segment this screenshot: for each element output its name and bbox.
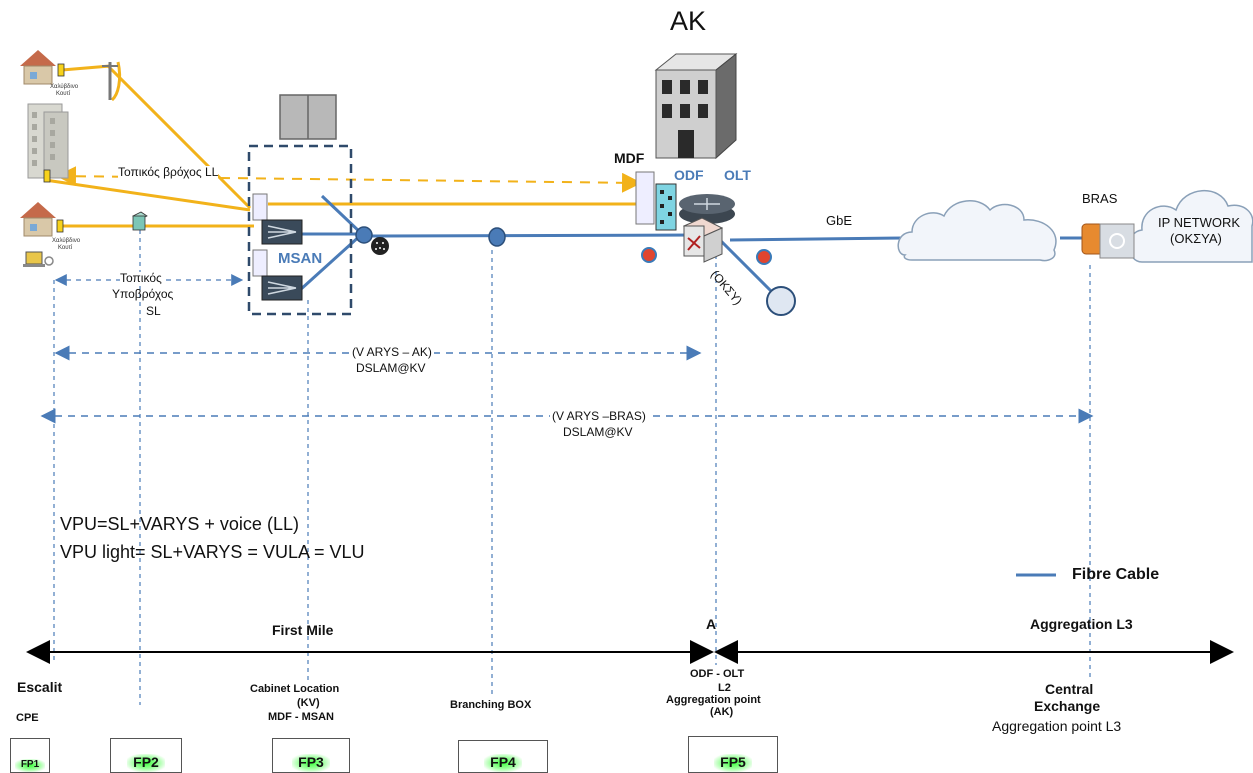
vary-bras-label-1: (V ARYS –BRAS) — [550, 409, 648, 424]
point-cabinet-3: MDF - MSAN — [268, 711, 334, 723]
steel-box-building — [43, 169, 51, 183]
mdf-label: MDF — [614, 150, 645, 166]
bras-device-icon — [1081, 223, 1135, 259]
steel-box-label-bottom-2: Κουτί — [58, 245, 73, 251]
point-central-1: Central — [1045, 681, 1094, 697]
olt-label: OLT — [724, 167, 751, 183]
steel-box-label-top-2: Κουτί — [56, 91, 71, 97]
point-cabinet-1: Cabinet Location — [250, 683, 340, 695]
copper-line-building-cabinet — [44, 178, 251, 212]
msan-device-bottom — [261, 275, 303, 301]
subloop-box-icon — [132, 211, 148, 231]
fp2-box: FP2 — [110, 738, 182, 773]
segment-first-mile: First Mile — [272, 622, 334, 638]
steel-box-label-bottom-1: Χαλύβδινο — [52, 238, 81, 244]
fibre-main — [361, 233, 701, 238]
vary-ak-label-1: (V ARYS – AK) — [350, 345, 434, 360]
cabinet-frame-bottom — [252, 249, 268, 277]
fp3-label: FP3 — [292, 754, 330, 772]
fibre-cabinet-diag — [320, 194, 364, 236]
vary-bras-label-2: DSLAM@KV — [563, 425, 633, 439]
fibre-oksy — [710, 230, 782, 302]
steel-box-bottom — [56, 219, 64, 233]
local-loop-label: Τοπικός βρόχος LL — [118, 165, 219, 180]
fp5-label: FP5 — [714, 754, 752, 772]
point-odf-olt-3: Aggregation point — [666, 694, 761, 706]
steel-box-top — [57, 63, 65, 77]
page-title: AK — [670, 6, 707, 36]
house-icon-top — [20, 50, 56, 85]
bras-label: BRAS — [1082, 191, 1118, 206]
msan-device-top — [261, 219, 303, 245]
splice-node-branching — [488, 227, 506, 247]
copper-line-pole-cabinet — [106, 64, 252, 210]
ak-building-icon — [654, 52, 738, 160]
cabinet-dashed-box — [247, 144, 353, 316]
subloop-label-2: Υποβρόχος — [112, 287, 174, 301]
fp2-label: FP2 — [127, 754, 165, 772]
oksy-node-left — [641, 247, 657, 263]
formula-line-2: VPU light= SL+VARYS = VULA = VLU — [60, 542, 365, 562]
cabinet-frame-top — [252, 193, 268, 221]
subloop-label-1: Τοπικός — [120, 271, 162, 286]
point-cpe: CPE — [16, 712, 39, 724]
subloop-label-3: SL — [146, 304, 161, 318]
cpe-laptop-icon — [23, 251, 54, 267]
oksy-mesh-icon — [766, 286, 796, 316]
segment-a: A — [706, 616, 717, 632]
telephone-pole-icon — [102, 62, 118, 100]
oksy-node-right — [756, 249, 772, 265]
point-odf-olt-1: ODF - OLT — [690, 668, 745, 680]
cloud-icon-center — [897, 200, 1057, 262]
point-odf-olt-4: (AK) — [710, 706, 734, 718]
copper-line-pole-drop — [110, 61, 122, 102]
fp4-box: FP4 — [458, 740, 548, 773]
fibre-spool-icon — [371, 237, 389, 255]
vary-ak-label-2: DSLAM@KV — [356, 361, 426, 375]
fp3-box: FP3 — [272, 738, 350, 773]
formula-line-1: VPU=SL+VARYS + voice (LL) — [60, 514, 299, 534]
ip-network-sublabel: (ΟΚΣΥΑ) — [1170, 231, 1222, 246]
building-icon — [27, 103, 69, 179]
splice-node-cabinet — [355, 226, 373, 244]
msan-label: MSAN — [278, 250, 323, 267]
segment-aggregation-l3: Aggregation L3 — [1030, 616, 1133, 632]
point-branching: Branching BOX — [450, 699, 532, 711]
l2-switch-icon — [682, 217, 724, 263]
olt-router-icon — [679, 194, 735, 224]
fp1-box: FP1 — [10, 738, 50, 773]
gbe-label: GbE — [826, 213, 853, 228]
fp5-box: FP5 — [688, 736, 778, 773]
odf-frame-icon — [655, 183, 677, 231]
point-odf-olt-2: L2 — [718, 682, 731, 694]
steel-box-label-top-1: Χαλύβδινο — [50, 84, 79, 90]
point-escalit: Escalit — [17, 679, 63, 695]
ip-network-label: IP NETWORK — [1158, 215, 1241, 230]
mdf-frame-icon — [635, 171, 655, 225]
fp4-label: FP4 — [484, 754, 522, 772]
legend-fibre-label: Fibre Cable — [1072, 566, 1160, 583]
fp1-label: FP1 — [14, 759, 46, 772]
point-cabinet-2: (KV) — [297, 697, 320, 709]
fibre-gbe — [729, 236, 906, 242]
odf-label: ODF — [674, 167, 704, 183]
point-central-2: Exchange — [1034, 698, 1101, 714]
house-icon-bottom — [20, 202, 56, 237]
point-central-3: Aggregation point L3 — [992, 718, 1122, 734]
